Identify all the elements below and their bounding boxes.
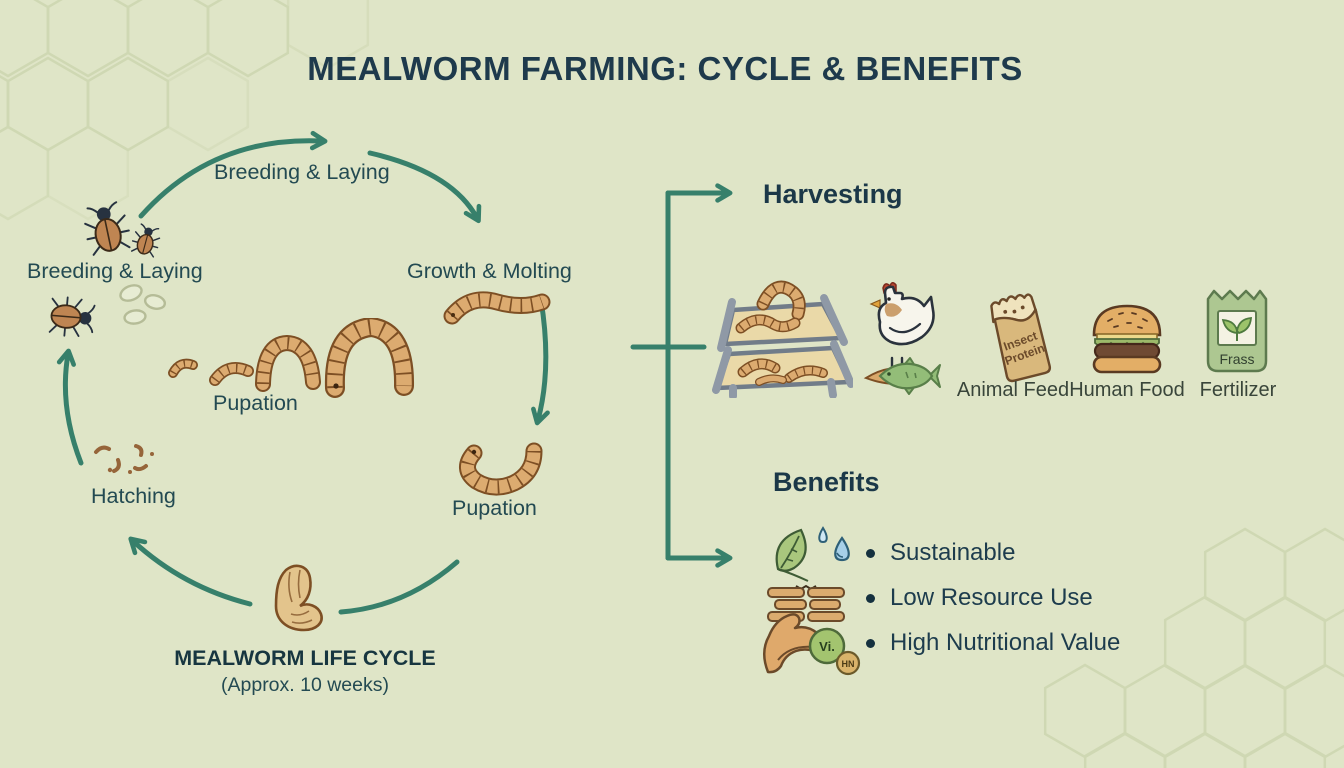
stage-label-pupation-mid: Pupation <box>213 391 298 415</box>
product-label-fertilizer: Fertilizer <box>1199 379 1277 401</box>
arc-hatching-to-breeding-arrow <box>56 348 84 466</box>
burger-icon <box>1092 304 1162 374</box>
stage-label-growth: Growth & Molting <box>407 259 572 283</box>
stage-label-breeding: Breeding & Laying <box>27 259 203 283</box>
bullet-dot <box>866 638 875 648</box>
fertilizer-bag-icon: Frass <box>1206 289 1268 373</box>
stage-label-hatching: Hatching <box>91 484 176 508</box>
leaf-and-water-drops-icon <box>775 526 850 582</box>
mealworm-tray-rack-icon <box>712 280 853 398</box>
muscle-arm-nutrition-icon: Vi. HN <box>763 613 861 676</box>
eggs-icon <box>119 284 167 325</box>
page-title: MEALWORM FARMING: CYCLE & BENEFITS <box>307 50 1023 87</box>
harvesting-heading: Harvesting <box>763 179 903 209</box>
benefit-label: High Nutritional Value <box>890 629 1121 656</box>
benefit-item-sustainable: Sustainable <box>866 538 1120 568</box>
pupa-icon <box>274 564 323 632</box>
mineral-badge-text: HN <box>842 659 855 669</box>
arc-to-hatching-arrow <box>128 536 253 607</box>
benefits-heading: Benefits <box>773 467 880 497</box>
stage-label-pupation: Pupation <box>452 496 537 520</box>
benefit-item-low-resource: Low Resource Use <box>866 583 1120 613</box>
benefits-list: Sustainable Low Resource Use High Nutrit… <box>866 538 1120 673</box>
animal-feed-bag-icon: Insect Protein <box>990 293 1052 383</box>
cycle-caption-subtitle: (Approx. 10 weeks) <box>221 674 389 696</box>
benefit-label: Low Resource Use <box>890 584 1093 611</box>
fish-icon <box>878 357 941 395</box>
beetle-icon-large <box>84 201 131 256</box>
fertilizer-bag-text: Frass <box>1220 351 1255 367</box>
arc-to-growth-arrow <box>367 150 482 224</box>
cycle-arc-label: Breeding & Laying <box>214 160 390 184</box>
arc-breeding-top-arrow <box>138 130 328 219</box>
cycle-caption-title: MEALWORM LIFE CYCLE <box>174 646 436 670</box>
vitamin-badge-text: Vi. <box>819 639 835 654</box>
cycle-caption: MEALWORM LIFE CYCLE (Approx. 10 weeks) <box>145 646 465 697</box>
bullet-dot <box>866 593 875 603</box>
mealworm-larva-icon <box>443 291 551 325</box>
growing-worms-sequence-icon <box>168 318 415 398</box>
bullet-dot <box>866 548 875 558</box>
beetle-icon-side <box>48 296 96 337</box>
benefit-label: Sustainable <box>890 539 1016 566</box>
product-label-human-food: Human Food <box>1069 379 1185 401</box>
arc-growth-to-pupation-arrow <box>531 297 550 426</box>
beetle-icon-small <box>130 223 161 258</box>
curled-worm-icon <box>459 442 543 496</box>
benefit-item-nutrition: High Nutritional Value <box>866 628 1120 658</box>
product-label-animal-feed: Animal Feed <box>956 379 1070 401</box>
hatchlings-icon <box>94 444 154 474</box>
arc-bottom-right <box>338 559 460 615</box>
